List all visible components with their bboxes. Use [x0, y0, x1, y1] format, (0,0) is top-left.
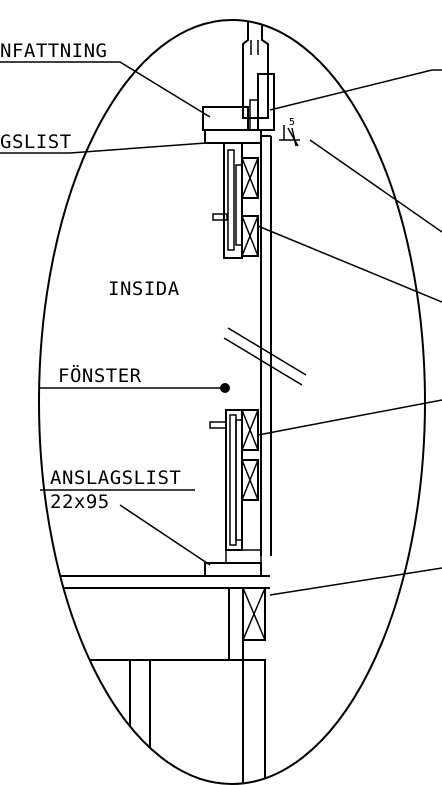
- leader-right-4: [257, 399, 442, 436]
- anslagslist-top: [204, 129, 262, 144]
- leader-anslagslist-diag: [119, 504, 211, 566]
- dim-mark: [279, 125, 300, 147]
- small-dimension: 5: [289, 117, 296, 128]
- leader-right-2: [309, 139, 442, 233]
- lower-frame-hatch: [228, 587, 244, 661]
- leader-right-1: [269, 69, 442, 111]
- break-line-1: [223, 337, 303, 386]
- label-insida: INSIDA: [108, 278, 180, 300]
- leader-right-3: [257, 225, 442, 303]
- label-anslagslist-top: GSLIST: [0, 131, 72, 153]
- leader-infattning: [0, 61, 211, 118]
- break-line-2: [227, 327, 307, 376]
- fonster-dot: [220, 383, 230, 393]
- upper-sash: [223, 142, 243, 259]
- lower-sash: [225, 409, 243, 551]
- label-anslagslist: ANSLAGSLIST: [50, 467, 181, 489]
- top-post: [242, 20, 269, 119]
- detail-ellipse: [38, 19, 426, 785]
- label-infattning: NFATTNING: [0, 40, 107, 62]
- leader-right-5: [269, 567, 442, 596]
- label-dimension: 22x95: [50, 491, 110, 513]
- top-hatch-block: [257, 73, 275, 131]
- window-pane: [260, 136, 272, 556]
- section-geometry: [40, 20, 307, 784]
- leader-anslagslist-top: [0, 142, 207, 154]
- infattning-trim: [202, 106, 249, 131]
- label-fonster: FÖNSTER: [58, 364, 142, 387]
- anslagslist-bottom: [204, 562, 262, 577]
